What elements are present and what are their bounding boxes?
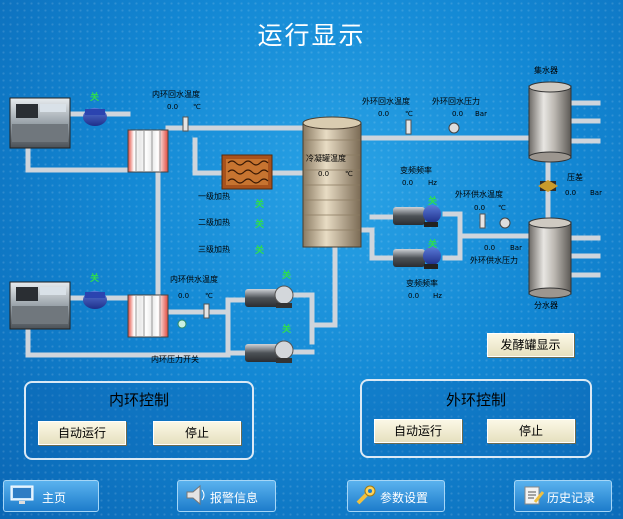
outer-supply-temp-unit: ℃ bbox=[498, 204, 506, 212]
distributor-tank bbox=[528, 217, 572, 299]
inner-supply-temp-unit: ℃ bbox=[205, 292, 213, 300]
inner-pump-top bbox=[245, 285, 294, 308]
heat-stage-3-label: 三级加热 bbox=[198, 245, 230, 254]
tank-temp-label: 冷凝罐温度 bbox=[306, 154, 346, 163]
fan-icon: 关 bbox=[255, 220, 265, 230]
vfd-top-unit: Hz bbox=[428, 179, 437, 187]
inner-control-title: 内环控制 bbox=[108, 391, 169, 409]
nav-history-label: 历史记录 bbox=[547, 491, 596, 505]
speaker-icon bbox=[184, 484, 208, 509]
inner-control-panel: 内环控制 自动运行 停止 bbox=[24, 381, 254, 460]
inner-supply-temp-label: 内环供水温度 bbox=[170, 275, 218, 284]
wrench-icon bbox=[354, 484, 378, 509]
outer-control-panel: 外环控制 自动运行 停止 bbox=[360, 379, 592, 458]
outer-control-title: 外环控制 bbox=[445, 391, 506, 409]
outer-supply-temp-label: 外环供水温度 bbox=[455, 190, 503, 199]
cooling-tank bbox=[302, 116, 362, 248]
outer-supply-temp-value: 0.0 bbox=[474, 204, 486, 212]
diff-pressure-label: 压差 bbox=[567, 173, 583, 182]
heat-stage-1-label: 一级加热 bbox=[198, 192, 230, 201]
diff-pressure-unit: Bar bbox=[590, 189, 602, 197]
fan-icon: 关 bbox=[90, 93, 100, 103]
outer-auto-run-button[interactable]: 自动运行 bbox=[374, 419, 462, 443]
collector-tank bbox=[528, 81, 572, 163]
tank-temp-value: 0.0 bbox=[318, 170, 330, 178]
vfd-pump-bottom bbox=[393, 247, 441, 269]
nav-alarm-button[interactable]: 报警信息 bbox=[177, 480, 276, 512]
tank-display-button[interactable]: 发酵罐显示 bbox=[487, 333, 574, 357]
fan-icon: 关 bbox=[282, 325, 292, 335]
fan-icon: 关 bbox=[428, 240, 438, 250]
outer-return-temp-label: 外环回水温度 bbox=[362, 97, 410, 106]
chiller-bottom bbox=[9, 281, 71, 330]
outer-supply-pressure-unit: Bar bbox=[510, 244, 522, 252]
inner-pump-bottom bbox=[245, 340, 294, 363]
fan-icon: 关 bbox=[428, 197, 438, 207]
inner-return-temp-value: 0.0 bbox=[167, 103, 179, 111]
vfd-pump-top bbox=[393, 205, 441, 227]
diff-pressure-value: 0.0 bbox=[565, 189, 577, 197]
nav-params-label: 参数设置 bbox=[380, 491, 429, 505]
page-title: 运行显示 bbox=[257, 21, 366, 50]
fan-icon: 关 bbox=[282, 271, 292, 281]
outer-return-pressure-unit: Bar bbox=[475, 110, 487, 118]
vfd-bottom-unit: Hz bbox=[433, 292, 442, 300]
inner-auto-run-button[interactable]: 自动运行 bbox=[38, 421, 126, 445]
fan-icon: 关 bbox=[255, 246, 265, 256]
heat-exchanger-bottom bbox=[127, 294, 169, 338]
outer-return-pressure-value: 0.0 bbox=[452, 110, 464, 118]
fan-icon: 关 bbox=[90, 274, 100, 284]
electric-heater bbox=[221, 154, 273, 190]
heat-stage-2-label: 二级加热 bbox=[198, 218, 230, 227]
heat-exchanger-top bbox=[127, 129, 169, 173]
diff-pressure-valve bbox=[538, 180, 558, 192]
nav-history-button[interactable]: 历史记录 bbox=[514, 480, 612, 512]
monitor-icon bbox=[10, 484, 34, 509]
inner-return-temp-unit: ℃ bbox=[193, 103, 201, 111]
outer-return-temp-unit: ℃ bbox=[405, 110, 413, 118]
nav-alarm-label: 报警信息 bbox=[210, 491, 259, 505]
inner-supply-temp-value: 0.0 bbox=[178, 292, 190, 300]
sensors bbox=[177, 116, 511, 329]
vfd-bottom-label: 变频频率 bbox=[406, 279, 438, 288]
collector-label: 集水器 bbox=[534, 66, 558, 75]
vfd-bottom-value: 0.0 bbox=[408, 292, 420, 300]
nav-params-button[interactable]: 参数设置 bbox=[347, 480, 445, 512]
outer-return-temp-value: 0.0 bbox=[378, 110, 390, 118]
vfd-top-value: 0.0 bbox=[402, 179, 414, 187]
nav-home-label: 主页 bbox=[42, 491, 67, 505]
vfd-top-label: 变频频率 bbox=[400, 166, 432, 175]
history-icon bbox=[521, 484, 545, 509]
tank-temp-unit: ℃ bbox=[345, 170, 353, 178]
outer-return-pressure-label: 外环回水压力 bbox=[432, 97, 480, 106]
distributor-label: 分水器 bbox=[534, 301, 558, 310]
fan-icon: 关 bbox=[255, 200, 265, 210]
inner-return-temp-label: 内环回水温度 bbox=[152, 90, 200, 99]
outer-supply-pressure-label: 外环供水压力 bbox=[470, 256, 518, 265]
nav-home-button[interactable]: 主页 bbox=[3, 480, 99, 512]
chiller-pump-bottom bbox=[83, 291, 107, 309]
chiller-pump-top bbox=[83, 108, 107, 126]
inner-stop-button[interactable]: 停止 bbox=[153, 421, 241, 445]
chiller-top bbox=[9, 97, 71, 149]
outer-stop-button[interactable]: 停止 bbox=[487, 419, 575, 443]
inner-pressure-switch-label: 内环压力开关 bbox=[151, 355, 199, 364]
outer-supply-pressure-value: 0.0 bbox=[484, 244, 496, 252]
